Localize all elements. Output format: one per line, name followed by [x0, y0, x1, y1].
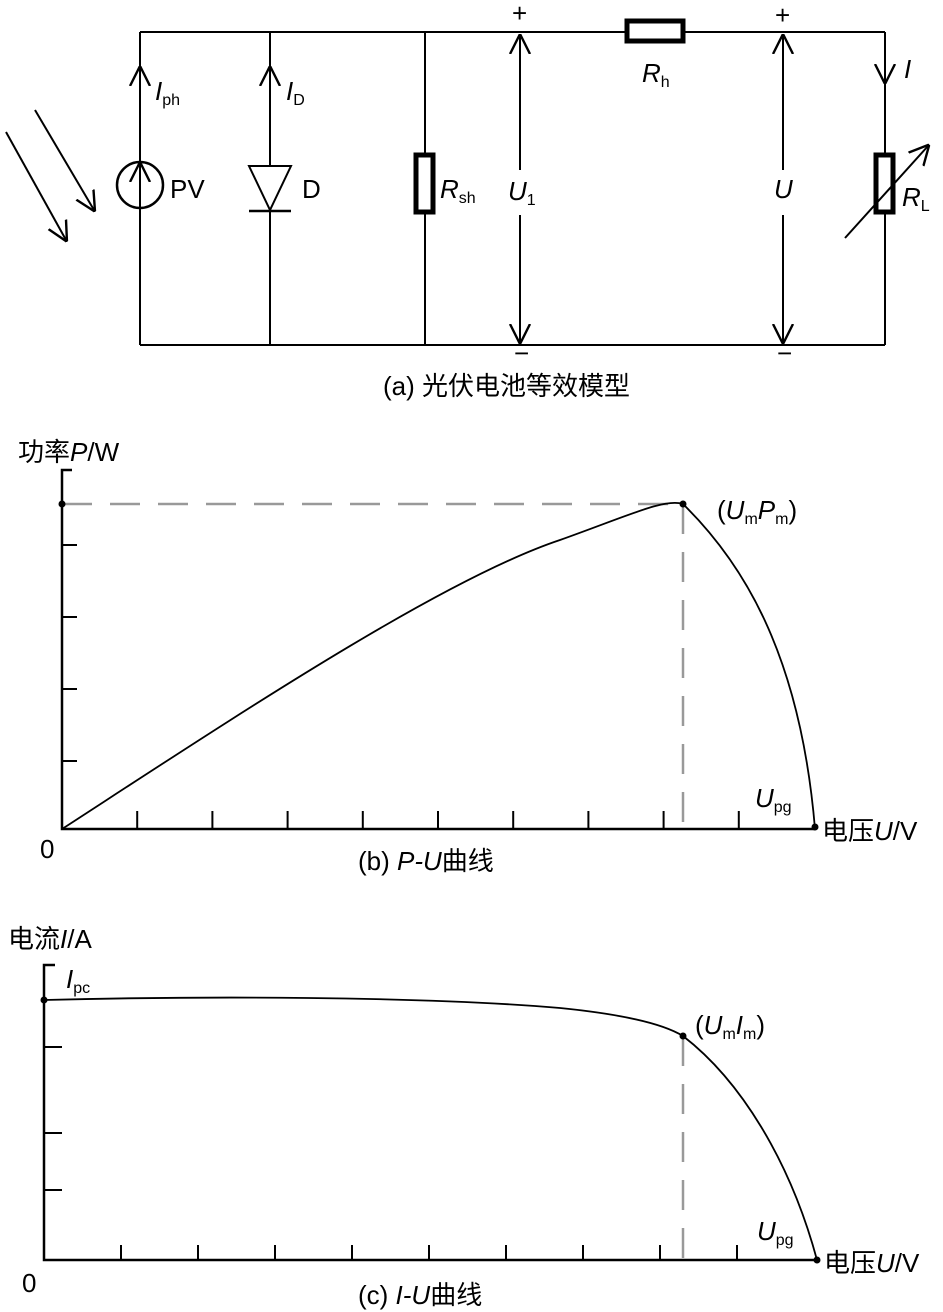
- iu-peak-point: [679, 1032, 687, 1040]
- u1-plus: +: [512, 0, 527, 28]
- pu-ylabel: 功率P/W: [18, 437, 120, 467]
- u1-minus: −: [514, 338, 529, 368]
- circuit-caption: (a) 光伏电池等效模型: [383, 371, 630, 401]
- iu-ylabel: 电流I/A: [8, 924, 92, 954]
- resistor-rsh-icon: [413, 152, 436, 215]
- pu-curve: [61, 501, 816, 830]
- iu-origin: 0: [22, 1268, 36, 1298]
- i-label: I: [904, 54, 911, 84]
- iu-peak-label: (UmIm): [695, 1010, 765, 1043]
- diode-icon: [247, 165, 293, 213]
- iu-caption: (c) I-U曲线: [358, 1280, 482, 1310]
- iu-ipc-label: Ipc: [66, 964, 90, 997]
- pu-peak-label: (UmPm): [717, 495, 797, 528]
- iu-ticks: [44, 1046, 738, 1260]
- iu-upg-point: [813, 1256, 821, 1264]
- light-ray-icon: [5, 131, 66, 240]
- u1-label: U1: [508, 176, 536, 209]
- rl-label: RL: [902, 182, 930, 215]
- rsh-label: Rsh: [440, 174, 476, 207]
- pu-peak-point: [679, 500, 687, 508]
- u-plus: +: [775, 0, 790, 30]
- iu-chart: 电流I/A Ipc (UmIm) Upg 电压U/V 0 (c) I-U曲线: [8, 924, 920, 1310]
- u-minus: −: [777, 338, 792, 368]
- iu-ipc-point: [40, 996, 48, 1004]
- iu-y-axis: [42, 963, 817, 1262]
- pu-upg-point: [811, 823, 819, 831]
- pu-upg-label: Upg: [755, 783, 792, 816]
- resistor-rh-icon: [624, 18, 686, 44]
- iu-curve: [43, 996, 818, 1261]
- iu-upg-label: Upg: [757, 1216, 794, 1249]
- pv-label: PV: [170, 174, 205, 204]
- pu-xlabel: 电压U/V: [822, 816, 918, 846]
- iph-label: Iph: [155, 76, 180, 109]
- variable-resistor-rl-icon: [873, 152, 896, 215]
- pu-ticks: [62, 544, 740, 829]
- circuit: PV Iph D ID Rsh U1 + − Rh U + − I RL: [5, 0, 930, 401]
- diode-label: D: [302, 174, 321, 204]
- pu-caption: (b) P-U曲线: [358, 846, 494, 876]
- rh-label: Rh: [642, 58, 670, 91]
- id-label: ID: [286, 76, 305, 109]
- pu-origin: 0: [40, 834, 54, 864]
- u-label: U: [774, 174, 793, 204]
- variable-arrow-icon: [844, 146, 928, 239]
- light-ray-icon: [34, 109, 94, 210]
- iu-xlabel: 电压U/V: [824, 1248, 920, 1278]
- pu-pm-axis-point: [58, 500, 66, 508]
- pu-chart: 功率P/W (UmPm) Upg 电压U/V 0 (b) P-U曲线: [18, 437, 918, 876]
